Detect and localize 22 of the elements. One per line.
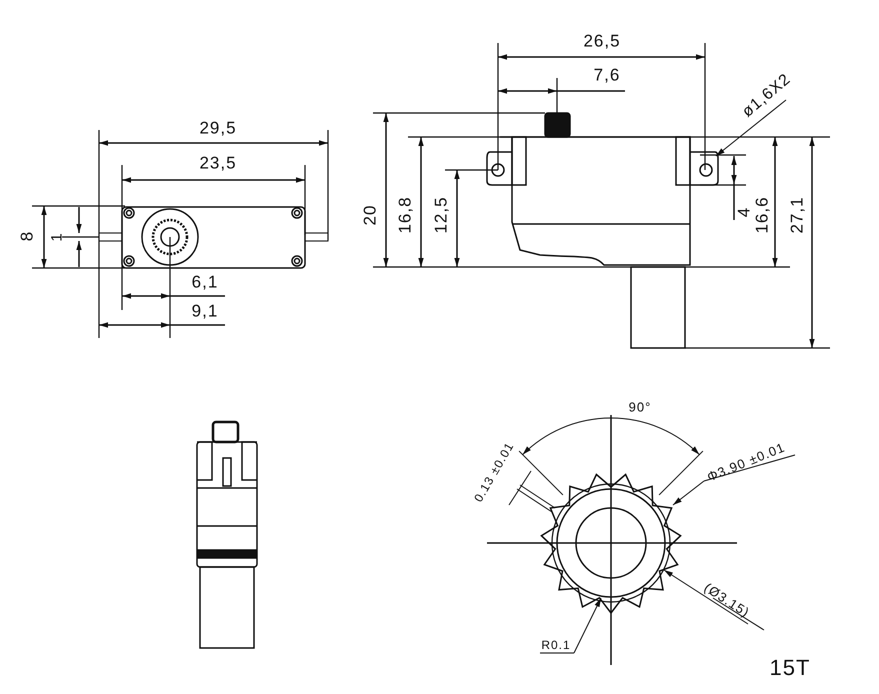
dimension-label: 15T [770, 657, 810, 679]
dimension-label: 1 [50, 232, 64, 242]
dimension-label: 16,6 [754, 196, 770, 234]
dimension-label: 8 [18, 230, 36, 242]
dimension-label: 23,5 [199, 154, 237, 172]
callout-text: Φ3.90 ±0.01 [705, 440, 787, 484]
dimension-label: 12,5 [432, 196, 450, 234]
dimension-label: 27,1 [788, 196, 806, 234]
leader-line [716, 100, 786, 156]
dimension-label: 9,1 [192, 302, 218, 320]
leader-line [574, 598, 602, 654]
dimension-label: 20 [362, 204, 378, 226]
dimension-label: 29,5 [199, 120, 237, 136]
dimension-label: 6,1 [192, 274, 218, 290]
leader-line [672, 480, 704, 506]
dimension-label: 7,6 [594, 66, 620, 84]
dimension-label: 90° [628, 400, 652, 414]
callout-text: R0.1 [541, 639, 571, 651]
leader-line [664, 570, 748, 624]
dimension-label: 26,5 [583, 32, 621, 50]
dimension-label: 16,8 [396, 196, 414, 234]
dimension-label: 4 [736, 206, 752, 218]
